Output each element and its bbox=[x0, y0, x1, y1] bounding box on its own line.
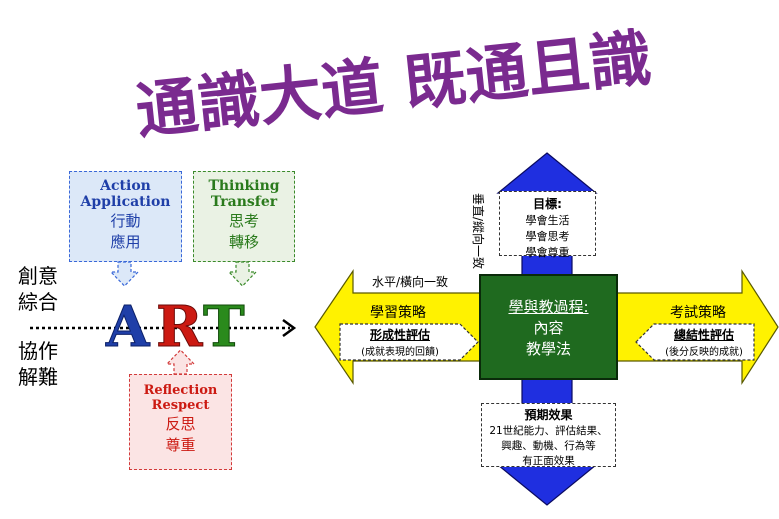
reflection-label: Reflection bbox=[143, 383, 218, 398]
blue-down-arrow bbox=[109, 261, 140, 287]
summative-assessment-sub: (後分反映的成就) bbox=[665, 347, 743, 358]
thinking-zh-label: 思考 bbox=[228, 212, 259, 230]
synthesis-label: 綜合 bbox=[18, 290, 58, 314]
red-up-arrow bbox=[165, 349, 196, 375]
summative-assessment-arrow bbox=[635, 323, 755, 361]
vertical-alignment-label: 垂直/縱向一致 bbox=[471, 193, 486, 269]
summative-assessment-text: 總結性評估 (後分反映的成就) bbox=[654, 326, 754, 358]
outcome-title: 預期效果 bbox=[524, 408, 573, 422]
goal-title: 目標: bbox=[533, 197, 562, 211]
goal-box: 目標: 學會生活 學會思考 學會尊重 bbox=[499, 191, 596, 259]
process-content: 內容 bbox=[533, 319, 564, 337]
collaboration-label: 協作 bbox=[18, 339, 58, 363]
exam-strategy-label: 考試策略 bbox=[670, 304, 726, 321]
art-letter-a: A bbox=[105, 294, 151, 360]
formative-assessment-title: 形成性評估 bbox=[369, 328, 430, 342]
application-zh-label: 應用 bbox=[110, 233, 141, 251]
transfer-label: Transfer bbox=[210, 194, 278, 210]
horizontal-alignment-label: 水平/橫向一致 bbox=[372, 274, 448, 289]
outcome-line-2: 興趣、動機、行為等 bbox=[501, 440, 596, 452]
action-label: Action bbox=[100, 178, 151, 194]
page-title: 通識大道 既通且識 bbox=[132, 28, 654, 148]
reflection-respect-box: Reflection Respect 反思 尊重 bbox=[129, 374, 232, 470]
formative-assessment-sub: (成就表現的回饋) bbox=[361, 347, 439, 358]
learning-teaching-process-box: 學與教過程: 內容 教學法 bbox=[479, 274, 618, 380]
respect-label: Respect bbox=[151, 398, 210, 413]
goal-line-3: 學會尊重 bbox=[525, 246, 570, 259]
dotted-arrow-head bbox=[282, 318, 297, 338]
action-zh-label: 行動 bbox=[110, 212, 141, 230]
formative-assessment-arrow bbox=[339, 323, 479, 361]
outcome-line-1: 21世紀能力、評估結果、 bbox=[489, 425, 608, 437]
problem-solving-label: 解難 bbox=[18, 365, 58, 389]
expected-outcome-box: 預期效果 21世紀能力、評估結果、 興趣、動機、行為等 有正面效果 bbox=[481, 403, 616, 467]
respect-zh-label: 尊重 bbox=[165, 436, 196, 454]
action-application-box: Action Application 行動 應用 bbox=[69, 171, 182, 262]
learning-strategy-label: 學習策略 bbox=[370, 304, 426, 321]
green-down-arrow bbox=[227, 261, 258, 287]
process-pedagogy: 教學法 bbox=[525, 340, 571, 358]
thinking-transfer-box: Thinking Transfer 思考 轉移 bbox=[193, 171, 295, 262]
thinking-label: Thinking bbox=[208, 178, 280, 194]
summative-assessment-title: 總結性評估 bbox=[673, 328, 734, 342]
svg-text:垂直/縱向一致: 垂直/縱向一致 bbox=[471, 193, 486, 269]
application-label: Application bbox=[80, 194, 171, 210]
goal-line-2: 學會思考 bbox=[525, 230, 570, 243]
goal-line-1: 學會生活 bbox=[525, 214, 570, 227]
transfer-zh-label: 轉移 bbox=[228, 233, 259, 251]
art-letter-t: T bbox=[203, 294, 245, 360]
outcome-line-3: 有正面效果 bbox=[522, 455, 575, 467]
reflection-zh-label: 反思 bbox=[165, 415, 196, 433]
art-letter-r: R bbox=[156, 294, 203, 360]
creative-label: 創意 bbox=[18, 264, 58, 288]
formative-assessment-text: 形成性評估 (成就表現的回饋) bbox=[340, 326, 460, 358]
process-title: 學與教過程: bbox=[508, 298, 589, 316]
